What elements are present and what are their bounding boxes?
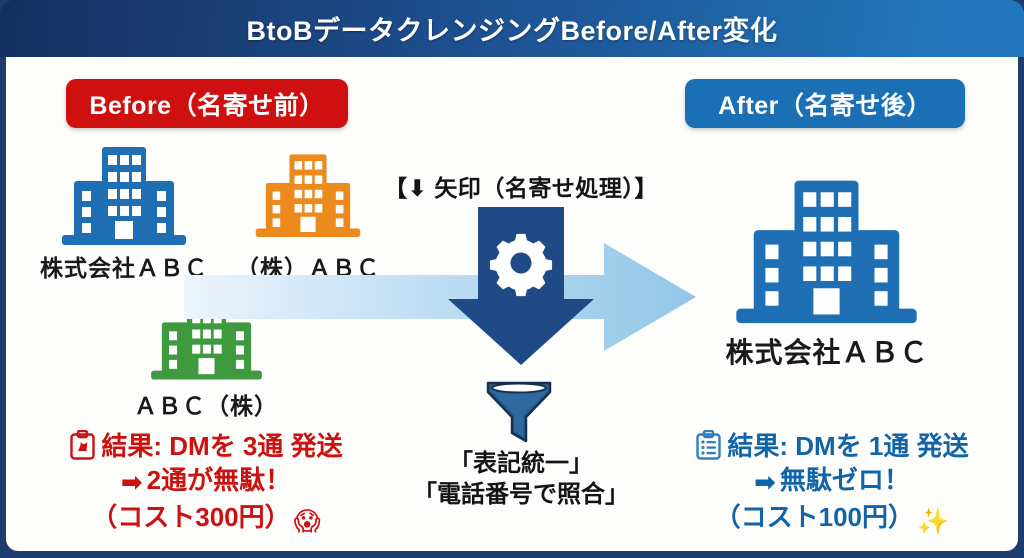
before-result-line3: （コスト300円）😱 <box>26 500 386 538</box>
before-result-line1: 結果: DMを 3通 発送 <box>26 429 386 463</box>
after-result-cost: （コスト100円） <box>714 501 914 532</box>
after-result-line3: （コスト100円）✨ <box>646 500 1018 538</box>
funnel-caption: 「表記統一」 「電話番号で照合」 <box>376 449 666 510</box>
title-bar-background <box>0 0 1024 57</box>
down-arrow-icon <box>448 207 594 365</box>
right-arrow-glyph-after: ➡ <box>754 467 776 498</box>
building-label-1: 株式会社ＡＢＣ <box>40 255 208 281</box>
after-badge: After（名寄せ後） <box>685 79 965 128</box>
before-result-line2: ➡2通が無駄！ <box>26 463 386 499</box>
page-title: BtoBデータクレンジングBefore/After変化 <box>246 16 778 46</box>
title-bar: BtoBデータクレンジングBefore/After変化 <box>0 0 1024 57</box>
funnel-icon <box>486 381 552 443</box>
funnel-caption-line2: 「電話番号で照合」 <box>413 480 629 508</box>
after-result-line2: ➡無駄ゼロ！ <box>646 463 1018 499</box>
process-annotation: 【⬇ 矢印（名寄せ処理）】 <box>384 175 658 201</box>
office-building-icon-after <box>736 180 917 324</box>
before-result-text1: 結果: DMを 3通 発送 <box>101 431 343 461</box>
office-building-icon-orange <box>255 154 361 237</box>
after-result-line1: 結果: DMを 1通 発送 <box>646 429 1018 463</box>
building-label-3: ＡＢＣ（株） <box>134 393 278 419</box>
building-label-after: 株式会社ＡＢＣ <box>725 337 929 368</box>
right-arrow-glyph-before: ➡ <box>120 467 143 498</box>
before-result-text2: 2通が無駄！ <box>146 465 292 496</box>
before-result: 結果: DMを 3通 発送 ➡2通が無駄！ （コスト300円）😱 <box>26 429 386 538</box>
scream-emoji: 😱 <box>293 505 321 536</box>
funnel-caption-line1: 「表記統一」 <box>449 450 593 477</box>
sparkles-emoji: ✨ <box>917 505 950 536</box>
after-result: 結果: DMを 1通 発送 ➡無駄ゼロ！ （コスト100円）✨ <box>646 429 1018 538</box>
after-result-text1: 結果: DMを 1通 発送 <box>727 431 969 461</box>
right-arrow-icon <box>184 243 696 351</box>
clipboard-icon-blue <box>696 430 722 460</box>
after-result-text2: 無駄ゼロ！ <box>779 465 910 496</box>
office-building-icon-blue <box>62 147 186 245</box>
content-card: Before（名寄せ前） After（名寄せ後） 株式会社ＡＢＣ <box>6 57 1018 551</box>
clipboard-icon-red <box>70 430 96 460</box>
before-badge: Before（名寄せ前） <box>66 79 348 128</box>
before-result-cost: （コスト300円） <box>91 501 291 532</box>
gear-icon <box>489 233 553 297</box>
